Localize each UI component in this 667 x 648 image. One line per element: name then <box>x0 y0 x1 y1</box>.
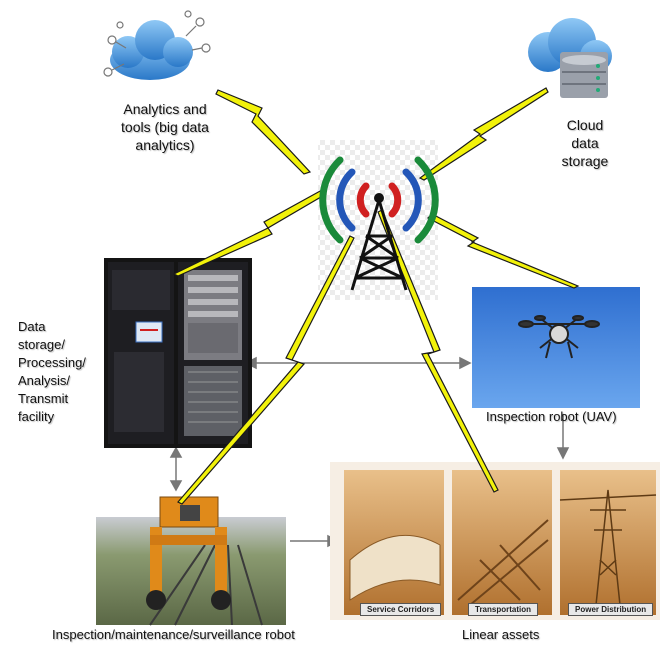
analytics-cloud-icon <box>103 10 211 80</box>
facility-label-line: storage/ <box>18 337 65 352</box>
facility-label: Data storage/ Processing/ Analysis/ Tran… <box>18 318 98 426</box>
panel-label-power-distribution: Power Distribution <box>568 603 654 616</box>
link-cloud-storage <box>418 87 549 181</box>
link-facility <box>172 189 327 277</box>
facility-label-line: Processing/ <box>18 355 86 370</box>
cloud-storage-label-line: Cloud <box>566 117 604 133</box>
link-linear-assets <box>377 209 499 493</box>
analytics-label-line: tools (big data <box>121 119 209 135</box>
linear-assets-image <box>330 462 660 620</box>
ground-robot-label: Inspection/maintenance/surveillance robo… <box>52 627 295 642</box>
linear-assets-label: Linear assets <box>462 627 540 642</box>
server-rack-image <box>104 258 252 448</box>
facility-label-line: Data <box>18 319 46 334</box>
wireless-links <box>172 87 580 505</box>
analytics-label-line: Analytics and <box>123 101 207 117</box>
uav-image <box>472 287 640 408</box>
analytics-label: Analytics and tools (big data analytics) <box>98 100 232 154</box>
antenna-tower-icon <box>319 156 439 291</box>
facility-label-line: Transmit <box>18 391 69 406</box>
link-analytics <box>215 89 312 175</box>
panel-label-transportation: Transportation <box>468 603 539 616</box>
panel-label-service-corridors: Service Corridors <box>360 603 442 616</box>
facility-label-line: facility <box>18 409 55 424</box>
link-uav <box>426 213 580 289</box>
analytics-label-line: analytics) <box>135 137 195 153</box>
cloud-storage-label: Cloud data storage <box>555 116 615 170</box>
cloud-storage-label-line: storage <box>561 153 609 169</box>
cloud-storage-label-line: data <box>571 135 599 151</box>
cloud-storage-icon <box>528 18 612 98</box>
uav-label: Inspection robot (UAV) <box>486 409 617 424</box>
ground-robot-image <box>96 496 286 626</box>
facility-label-line: Analysis/ <box>18 373 71 388</box>
link-robot <box>177 235 355 505</box>
arrow-head-right <box>459 356 472 370</box>
